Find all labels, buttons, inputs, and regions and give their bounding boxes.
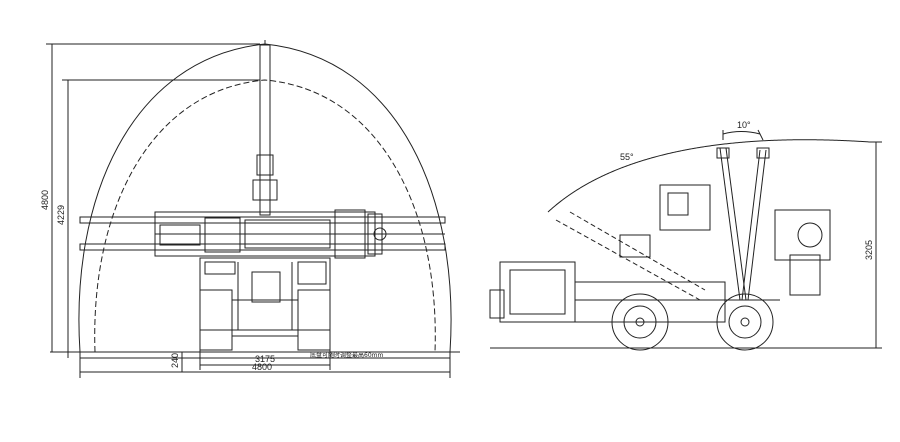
dim-front-total-width: 4800 — [252, 362, 272, 372]
dim-front-ground-offset: 240 — [170, 353, 180, 368]
front-right-wheel — [297, 289, 331, 351]
front-view — [46, 40, 460, 378]
front-chassis — [199, 257, 331, 331]
front-left-wheel — [199, 289, 233, 351]
dim-front-total-height: 4800 — [40, 190, 50, 210]
dim-side-height: 3205 — [864, 240, 874, 260]
dim-side-angle-small: 10° — [737, 120, 751, 130]
side-reach-arc — [547, 139, 871, 213]
dim-side-angle-large: 55° — [620, 152, 634, 162]
side-cab — [499, 261, 576, 323]
dim-front-arc-height: 4229 — [56, 205, 66, 225]
outer-reach-arc — [78, 43, 452, 353]
side-wheel-rear — [611, 293, 669, 351]
front-boom — [79, 216, 446, 224]
inner-reach-arc — [94, 79, 436, 353]
dim-front-inner-width: 3175 — [255, 354, 275, 364]
dim-front-note: 底盘可随时调整最高60mm — [310, 351, 383, 359]
side-drill-head-2 — [774, 209, 831, 261]
side-view — [489, 129, 882, 351]
front-mast — [259, 44, 271, 216]
side-drill-head-1 — [659, 184, 711, 231]
